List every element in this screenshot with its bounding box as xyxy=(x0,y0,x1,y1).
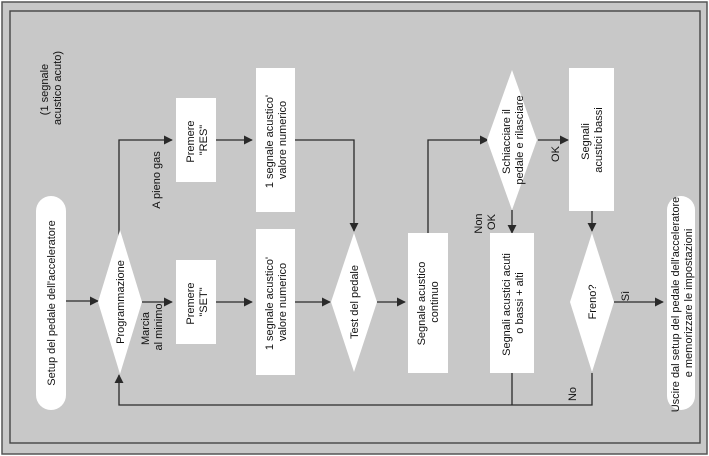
connectors xyxy=(66,135,664,406)
arrow-valore-alto-to-test xyxy=(295,139,359,232)
valore-basso-box xyxy=(256,229,295,375)
start-label: Setup del pedale dell'acceleratore xyxy=(46,220,58,385)
test-pedale-label: Test del pedale xyxy=(349,265,361,339)
end-terminal xyxy=(667,196,695,410)
premere-set-label: Premere "SET" xyxy=(185,279,210,324)
note-acuto: (1 segnale acustico acuto) xyxy=(39,51,64,125)
segnali-bassi-box xyxy=(569,68,614,211)
premere-set-box xyxy=(176,260,216,344)
freno-label: Freno? xyxy=(587,285,599,320)
segnali-acuti-label: Segnali acustici acuti o bassi + alti xyxy=(501,250,526,356)
edge-label-non-ok: Non OK xyxy=(473,210,498,233)
valore-basso-label: 1 segnale acustico' valore numerico xyxy=(264,254,289,350)
labels: (1 segnale acustico acuto) Setup del ped… xyxy=(39,51,695,412)
start-terminal xyxy=(36,196,66,410)
edge-label-ok: OK xyxy=(550,145,562,162)
premere-res-label: Premere "RES" xyxy=(185,117,210,162)
diagram-inner-frame xyxy=(9,10,701,444)
edge-label-pieno-gas: A pieno gas xyxy=(151,151,163,209)
test-pedale-decision xyxy=(331,233,377,372)
edge-label-si: Sì xyxy=(620,291,632,301)
segnale-continuo-box xyxy=(408,233,448,373)
segnali-acuti-box xyxy=(490,233,534,373)
premere-res-box xyxy=(176,98,216,182)
programmazione-label: Programmazione xyxy=(115,260,127,344)
valore-alto-label: 1 segnale acustico' valore numerico xyxy=(264,92,289,188)
nodes xyxy=(36,68,695,410)
arrow-continuo-to-schiacciare xyxy=(427,135,489,233)
arrow-to-premere-res xyxy=(118,135,173,241)
freno-decision xyxy=(570,233,614,372)
return-line-no xyxy=(114,373,593,406)
valore-alto-box xyxy=(256,68,295,212)
segnali-bassi-label: Segnali acustici bassi xyxy=(580,107,605,172)
segnale-continuo-label: Segnale acustico continuo xyxy=(416,259,441,346)
programmazione-decision xyxy=(98,230,142,374)
edge-label-minimo: Marcia al minimo xyxy=(140,303,165,350)
edge-label-no: No xyxy=(567,387,579,401)
schiacciare-decision xyxy=(487,70,537,210)
schiacciare-label: Schiacciare il pedale e rilasciare xyxy=(501,95,526,184)
uscire-label: Uscire dal setup del pedale dell'acceler… xyxy=(670,194,695,413)
